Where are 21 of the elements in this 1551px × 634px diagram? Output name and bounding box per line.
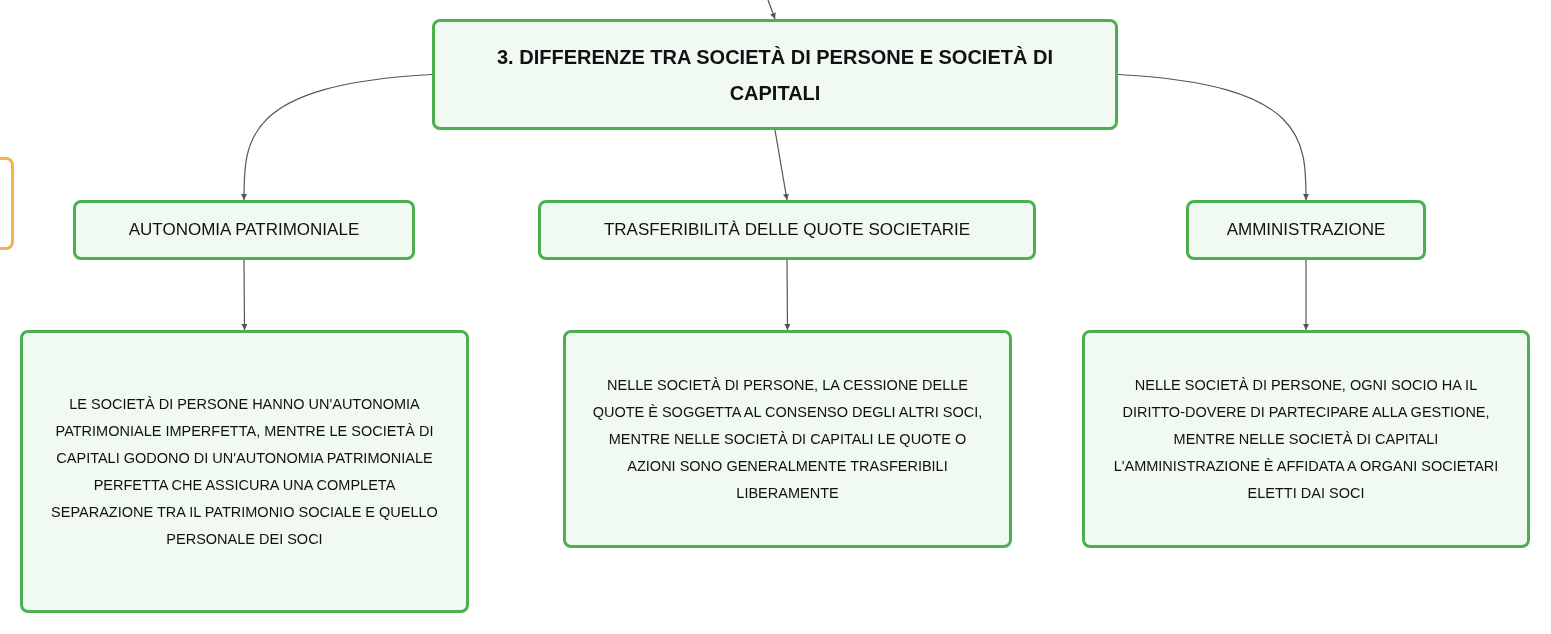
title-box [432,19,1118,130]
node-text: AUTONOMIA PATRIMONIALE [128,220,360,240]
title-text: 3. DIFFERENZE TRA SOCIETÀ DI PERSONE E SOCIETÀ DI CAPITALI [496,44,1054,106]
description-box [20,330,469,613]
description-box [1082,330,1530,548]
topic-box [73,200,415,260]
topic-box [538,200,1036,260]
description-box [563,330,1012,548]
connector-arrow [241,259,248,331]
node-text: NELLE SOCIETÀ DI PERSONE, LA CESSIONE DELLE QUOTE È SOGGETTA AL CONSENSO DEGLI ALTRI SOCI, MENTRE NELLE SOCIETÀ DI CAPITALI LE QUOTE O AZIONI SONO GENERALMENTE TRASFERIBILI LIBERAMENTE [591,375,984,503]
node-text: AMMINISTRAZIONE [1226,220,1386,240]
topic-box [1186,200,1426,260]
node-text: NELLE SOCIETÀ DI PERSONE, OGNI SOCIO HA IL DIRITTO-DOVERE DI PARTECIPARE ALLA GESTIONE, MENTRE NELLE SOCIETÀ DI CAPITALI L'AMMINISTRAZIONE È AFFIDATA A ORGANI SOCIETARI ELETTI DAI SOCI [1112,375,1500,503]
connector-arrow [767,0,776,20]
connector-arrow [241,73,433,201]
connector-arrow [774,129,789,201]
connector-arrow [1303,259,1309,331]
node-text: TRASFERIBILITÀ DELLE QUOTE SOCIETARIE [603,220,971,240]
connector-arrow [1117,73,1309,201]
node-text: LE SOCIETÀ DI PERSONE HANNO UN'AUTONOMIA PATRIMONIALE IMPERFETTA, MENTRE LE SOCIETÀ DI CAPITALI GODONO DI UN'AUTONOMIA PATRIMONIALE PERFETTA CHE ASSICURA UNA COMPLETA SEPARAZIONE TRA IL PATRIMONIO SOCIALE E QUELLO PERSONALE DEI SOCI [50,394,439,549]
connector-arrow [784,259,791,331]
